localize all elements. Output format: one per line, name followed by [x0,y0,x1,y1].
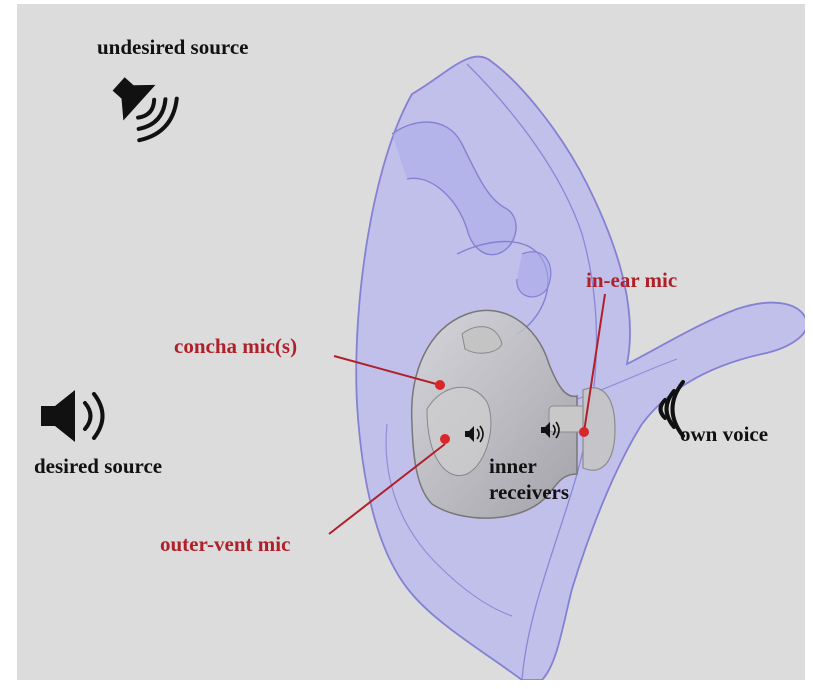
outer-vent-mic-marker [440,434,450,444]
inner-receivers-label-line1: inner [489,456,537,477]
speaker-icon-undesired [100,63,184,147]
outer-vent-mic-label: outer-vent mic [160,534,290,555]
speaker-icon-desired [41,390,103,442]
concha-mic-label: concha mic(s) [174,336,297,357]
inner-receivers-label-line2: receivers [489,482,569,503]
in-ear-mic-label: in-ear mic [586,270,677,291]
undesired-source-label: undesired source [97,37,249,58]
tragus-fold [517,252,551,297]
own-voice-label: own voice [680,424,768,445]
diagram-canvas: undesired source desired source own voic… [17,4,805,680]
in-ear-mic-marker [579,427,589,437]
desired-source-label: desired source [34,456,162,477]
ear-diagram-illustration [17,4,805,680]
concha-mic-marker [435,380,445,390]
